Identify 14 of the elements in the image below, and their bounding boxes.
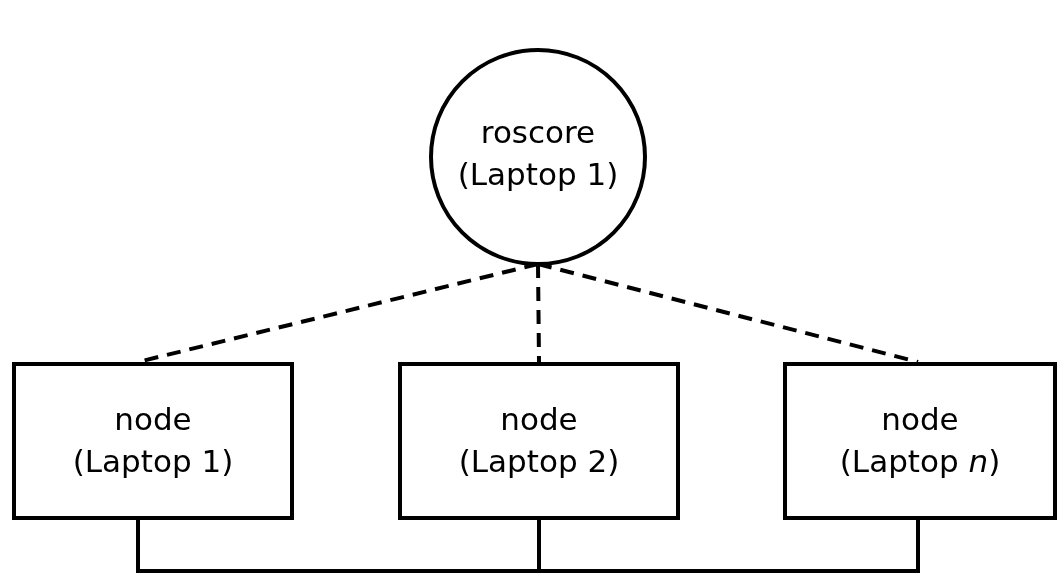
node-host-label: (Laptop 1): [72, 442, 234, 481]
node-title: node: [114, 400, 192, 440]
connector-line: [537, 520, 920, 573]
process-box: [12, 362, 294, 520]
node-title: roscore: [480, 113, 596, 153]
process-box: [783, 362, 1057, 520]
node-title: node: [881, 400, 959, 440]
dashed-connector: [536, 263, 541, 363]
dashed-connector: [537, 262, 919, 364]
node-host-label: (Laptop 1): [457, 155, 619, 194]
node-host-label: (Laptop 2): [458, 442, 620, 481]
process-box: [398, 362, 680, 520]
node-host-label: (Laptop n): [839, 442, 1001, 481]
node-title: node: [500, 400, 578, 440]
